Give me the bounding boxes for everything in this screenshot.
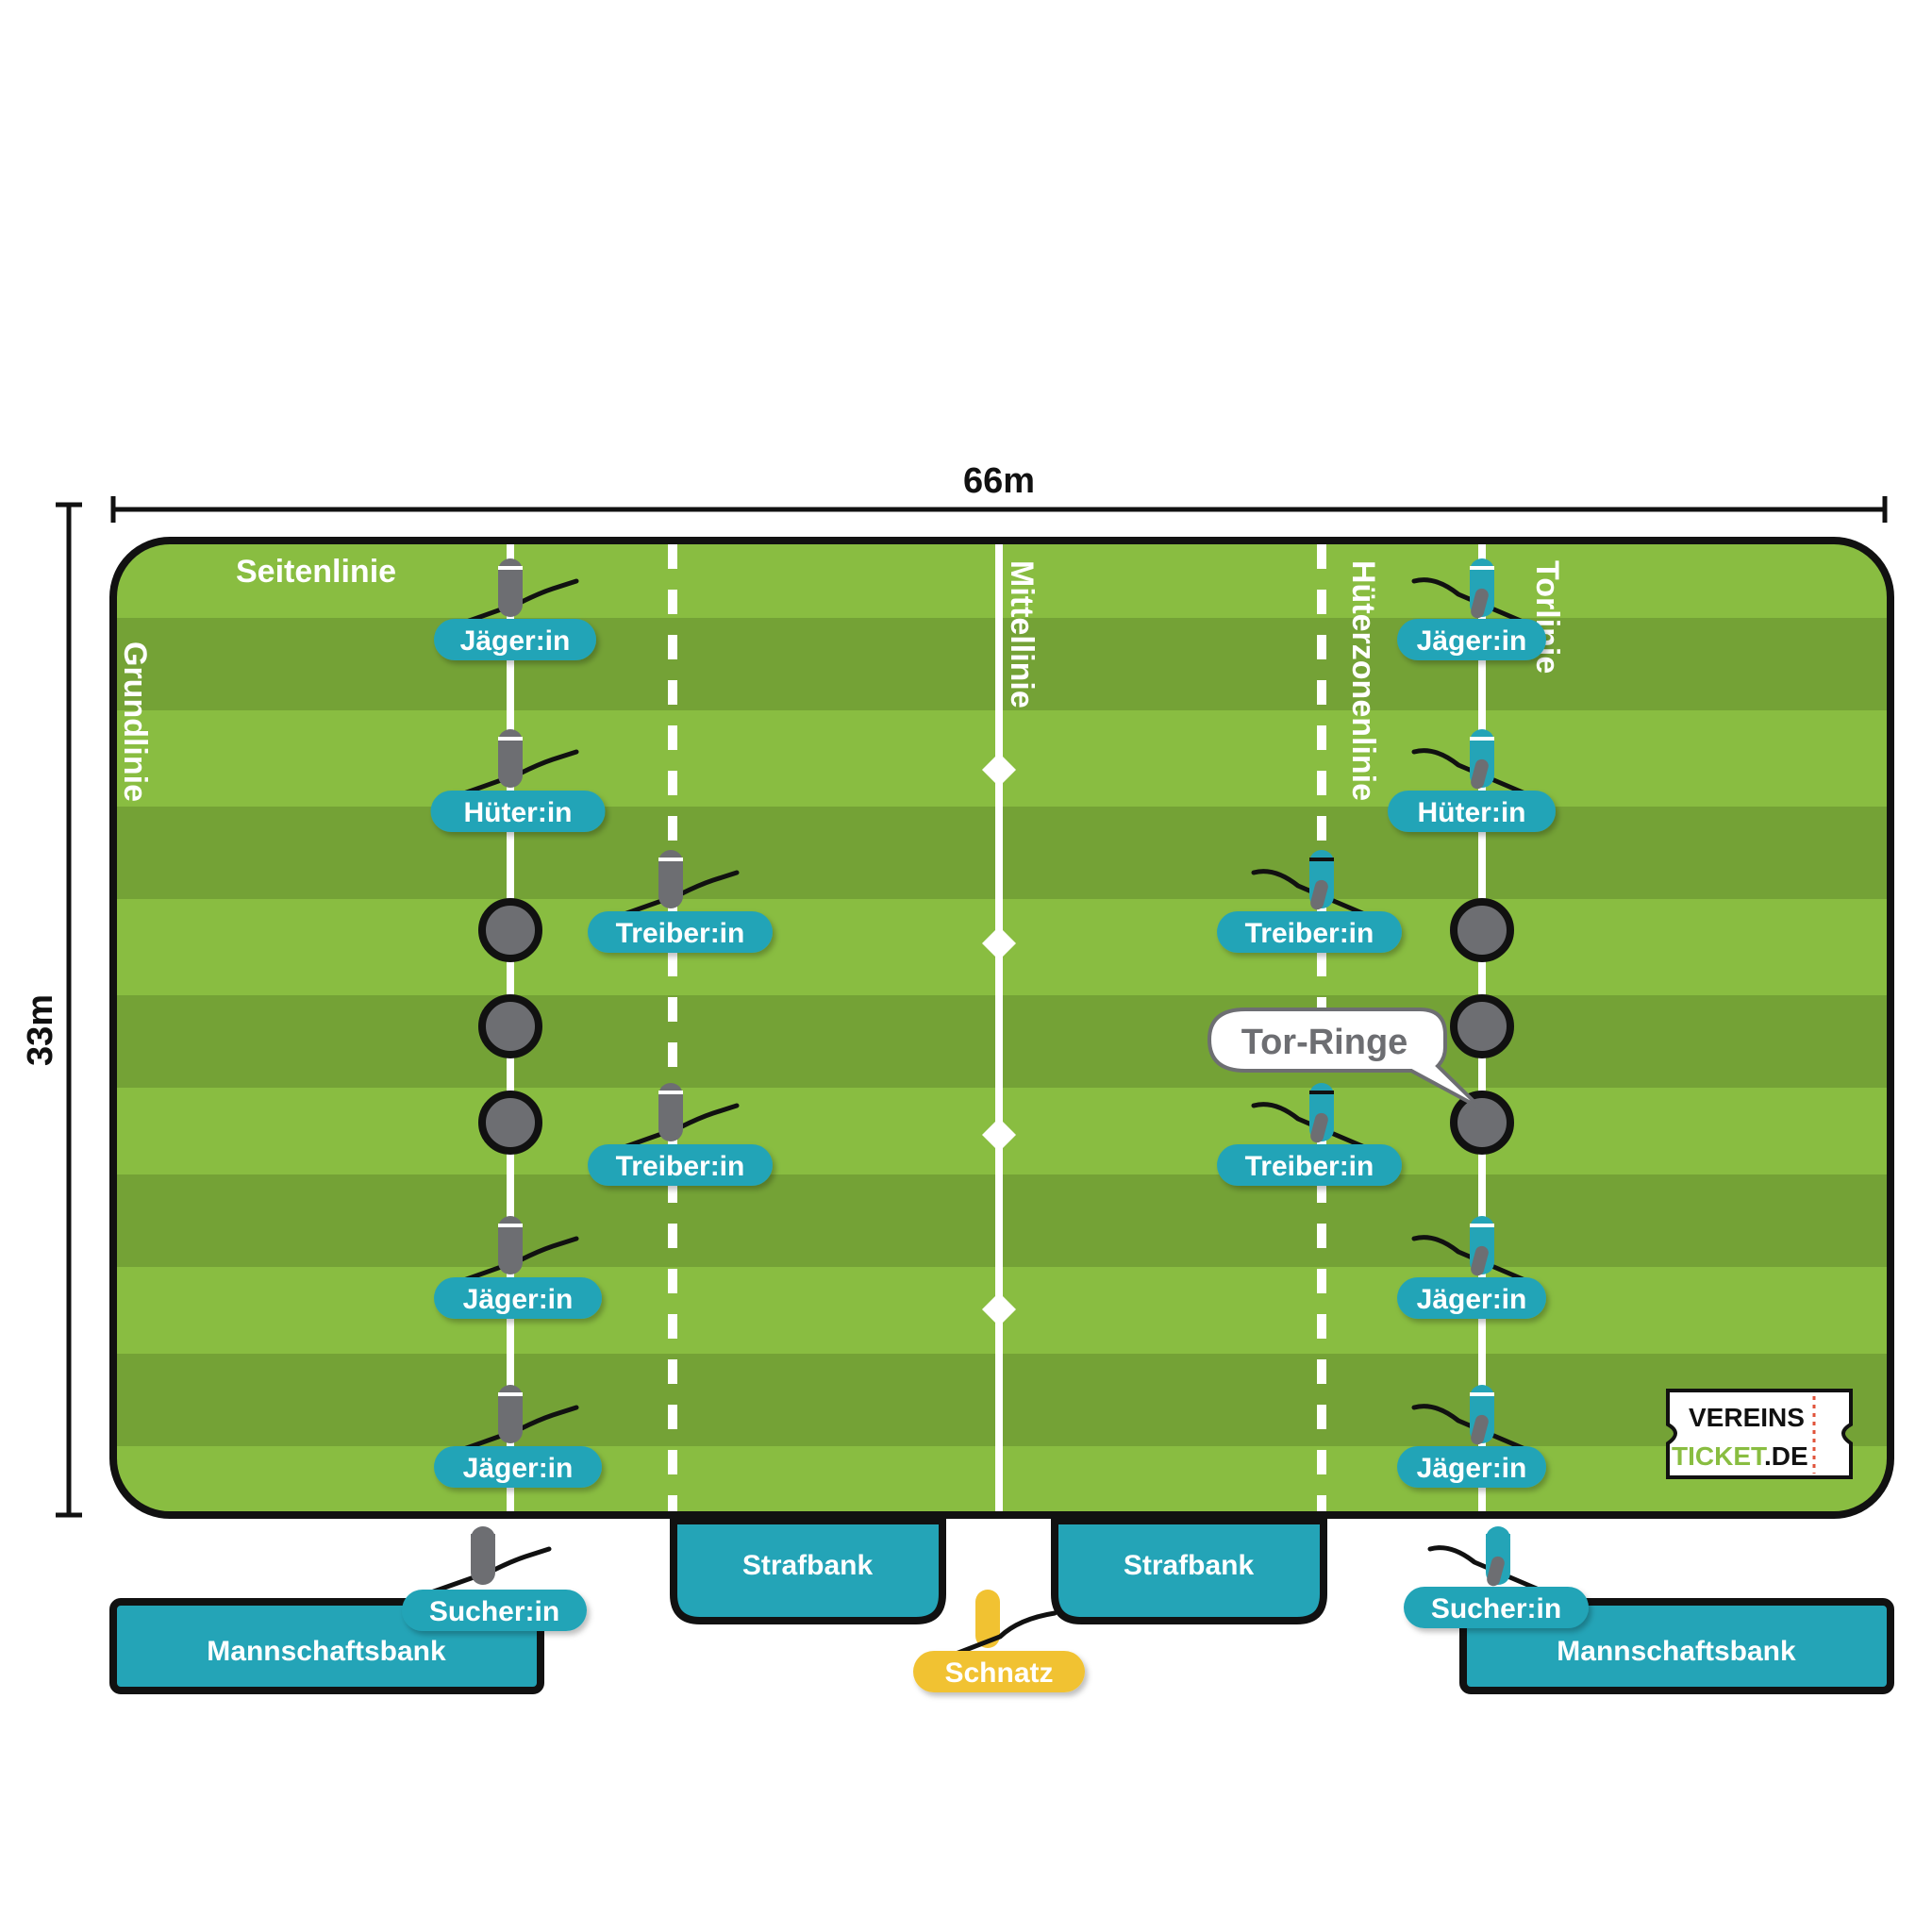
keeper-zone-line-label: Hüterzonenlinie	[1345, 560, 1381, 801]
player-figure-icon	[456, 558, 579, 627]
logo-line2: TICKET.DE	[1672, 1441, 1808, 1471]
right-goal-hoops	[1450, 898, 1514, 1155]
left-seeker-label: Sucher:in	[402, 1590, 587, 1631]
player-figure-icon	[456, 1216, 579, 1285]
goal-hoops-callout: Tor-Ringe	[1207, 1008, 1483, 1110]
hoop-icon	[478, 994, 542, 1058]
penalty-bench-left: Strafbank	[670, 1517, 946, 1624]
left-beater-2-label: Treiber:in	[588, 1144, 773, 1186]
right-beater-2-label: Treiber:in	[1217, 1144, 1402, 1186]
right-keeper-label-text: Hüter:in	[1418, 797, 1526, 828]
right-chaser-2-label: Jäger:in	[1397, 1277, 1546, 1319]
left-chaser-2-label: Jäger:in	[434, 1277, 602, 1319]
player-figure-icon	[428, 1526, 552, 1595]
hoop-icon	[478, 1091, 542, 1155]
right-chaser-3-label-text: Jäger:in	[1417, 1453, 1527, 1484]
width-dimension: 66m	[110, 461, 1888, 523]
right-keeper-label: Hüter:in	[1388, 791, 1556, 832]
goal-hoops-label: Tor-Ringe	[1241, 1023, 1408, 1062]
height-label: 33m	[21, 994, 60, 1066]
left-beater-2-label-text: Treiber:in	[616, 1151, 745, 1182]
snitch-figure-icon	[936, 1590, 1058, 1663]
player-figure-icon	[456, 729, 579, 798]
player-figure-icon	[456, 1385, 579, 1454]
right-seeker-label: Sucher:in	[1404, 1587, 1589, 1628]
penalty-bench-left-label: Strafbank	[742, 1550, 874, 1581]
sideline-label: Seitenlinie	[236, 554, 396, 590]
hoop-icon	[1450, 898, 1514, 962]
left-chaser-3-label-text: Jäger:in	[463, 1453, 574, 1484]
hoop-icon	[1450, 994, 1514, 1058]
player-figure-icon	[616, 850, 740, 919]
player-figure-icon	[616, 1083, 740, 1152]
snitch-label-text: Schnatz	[944, 1657, 1053, 1689]
player-figure-icon	[1411, 729, 1537, 800]
left-chaser-1-label: Jäger:in	[434, 619, 596, 660]
midline-markers	[982, 753, 1016, 1326]
right-beater-1-label-text: Treiber:in	[1245, 918, 1374, 949]
left-keeper-label-text: Hüter:in	[464, 797, 573, 828]
left-beater-1-label-text: Treiber:in	[616, 918, 745, 949]
players: Jäger:inHüter:inTreiber:inTreiber:inJäge…	[430, 558, 1556, 1488]
player-figure-icon	[1411, 558, 1537, 629]
team-bench-left-label: Mannschaftsbank	[207, 1636, 446, 1667]
right-seeker-label-text: Sucher:in	[1431, 1593, 1561, 1624]
vereinsticket-logo: VEREINS TICKET.DE	[1666, 1389, 1853, 1479]
pitch: Seitenlinie Grundlinie Mittellinie Hüter…	[109, 537, 1894, 1519]
baseline-label: Grundlinie	[117, 641, 153, 802]
logo-line1: VEREINS	[1689, 1403, 1805, 1432]
snitch-label: Schnatz	[913, 1651, 1085, 1692]
penalty-bench-right: Strafbank	[1051, 1517, 1327, 1624]
left-chaser-3-label: Jäger:in	[434, 1446, 602, 1488]
player-figure-icon	[1411, 1216, 1537, 1287]
midline-label: Mittellinie	[1004, 560, 1040, 708]
pitch-border	[109, 537, 1894, 1519]
player-figure-icon	[1251, 850, 1376, 921]
left-chaser-1-label-text: Jäger:in	[460, 625, 571, 657]
right-chaser-1-label-text: Jäger:in	[1417, 625, 1527, 657]
right-chaser-3-label: Jäger:in	[1397, 1446, 1546, 1488]
right-beater-1-label: Treiber:in	[1217, 911, 1402, 953]
hoop-icon	[478, 898, 542, 962]
left-beater-1-label: Treiber:in	[588, 911, 773, 953]
right-chaser-1-label: Jäger:in	[1397, 619, 1546, 660]
width-label: 66m	[963, 461, 1035, 501]
left-chaser-2-label-text: Jäger:in	[463, 1284, 574, 1315]
penalty-bench-right-label: Strafbank	[1124, 1550, 1255, 1581]
team-bench-right-label: Mannschaftsbank	[1557, 1636, 1796, 1667]
left-keeper-label: Hüter:in	[430, 791, 606, 832]
right-beater-2-label-text: Treiber:in	[1245, 1151, 1374, 1182]
left-goal-hoops	[478, 898, 542, 1155]
left-seeker-label-text: Sucher:in	[429, 1596, 559, 1627]
player-figure-icon	[1251, 1083, 1376, 1154]
hoop-icon	[1450, 1091, 1514, 1155]
right-chaser-2-label-text: Jäger:in	[1417, 1284, 1527, 1315]
player-figure-icon	[1427, 1526, 1553, 1597]
height-dimension: 33m	[21, 502, 82, 1518]
player-figure-icon	[1411, 1385, 1537, 1456]
logo-line2-de: .DE	[1764, 1441, 1808, 1471]
logo-line2-ticket: TICKET	[1672, 1441, 1767, 1471]
